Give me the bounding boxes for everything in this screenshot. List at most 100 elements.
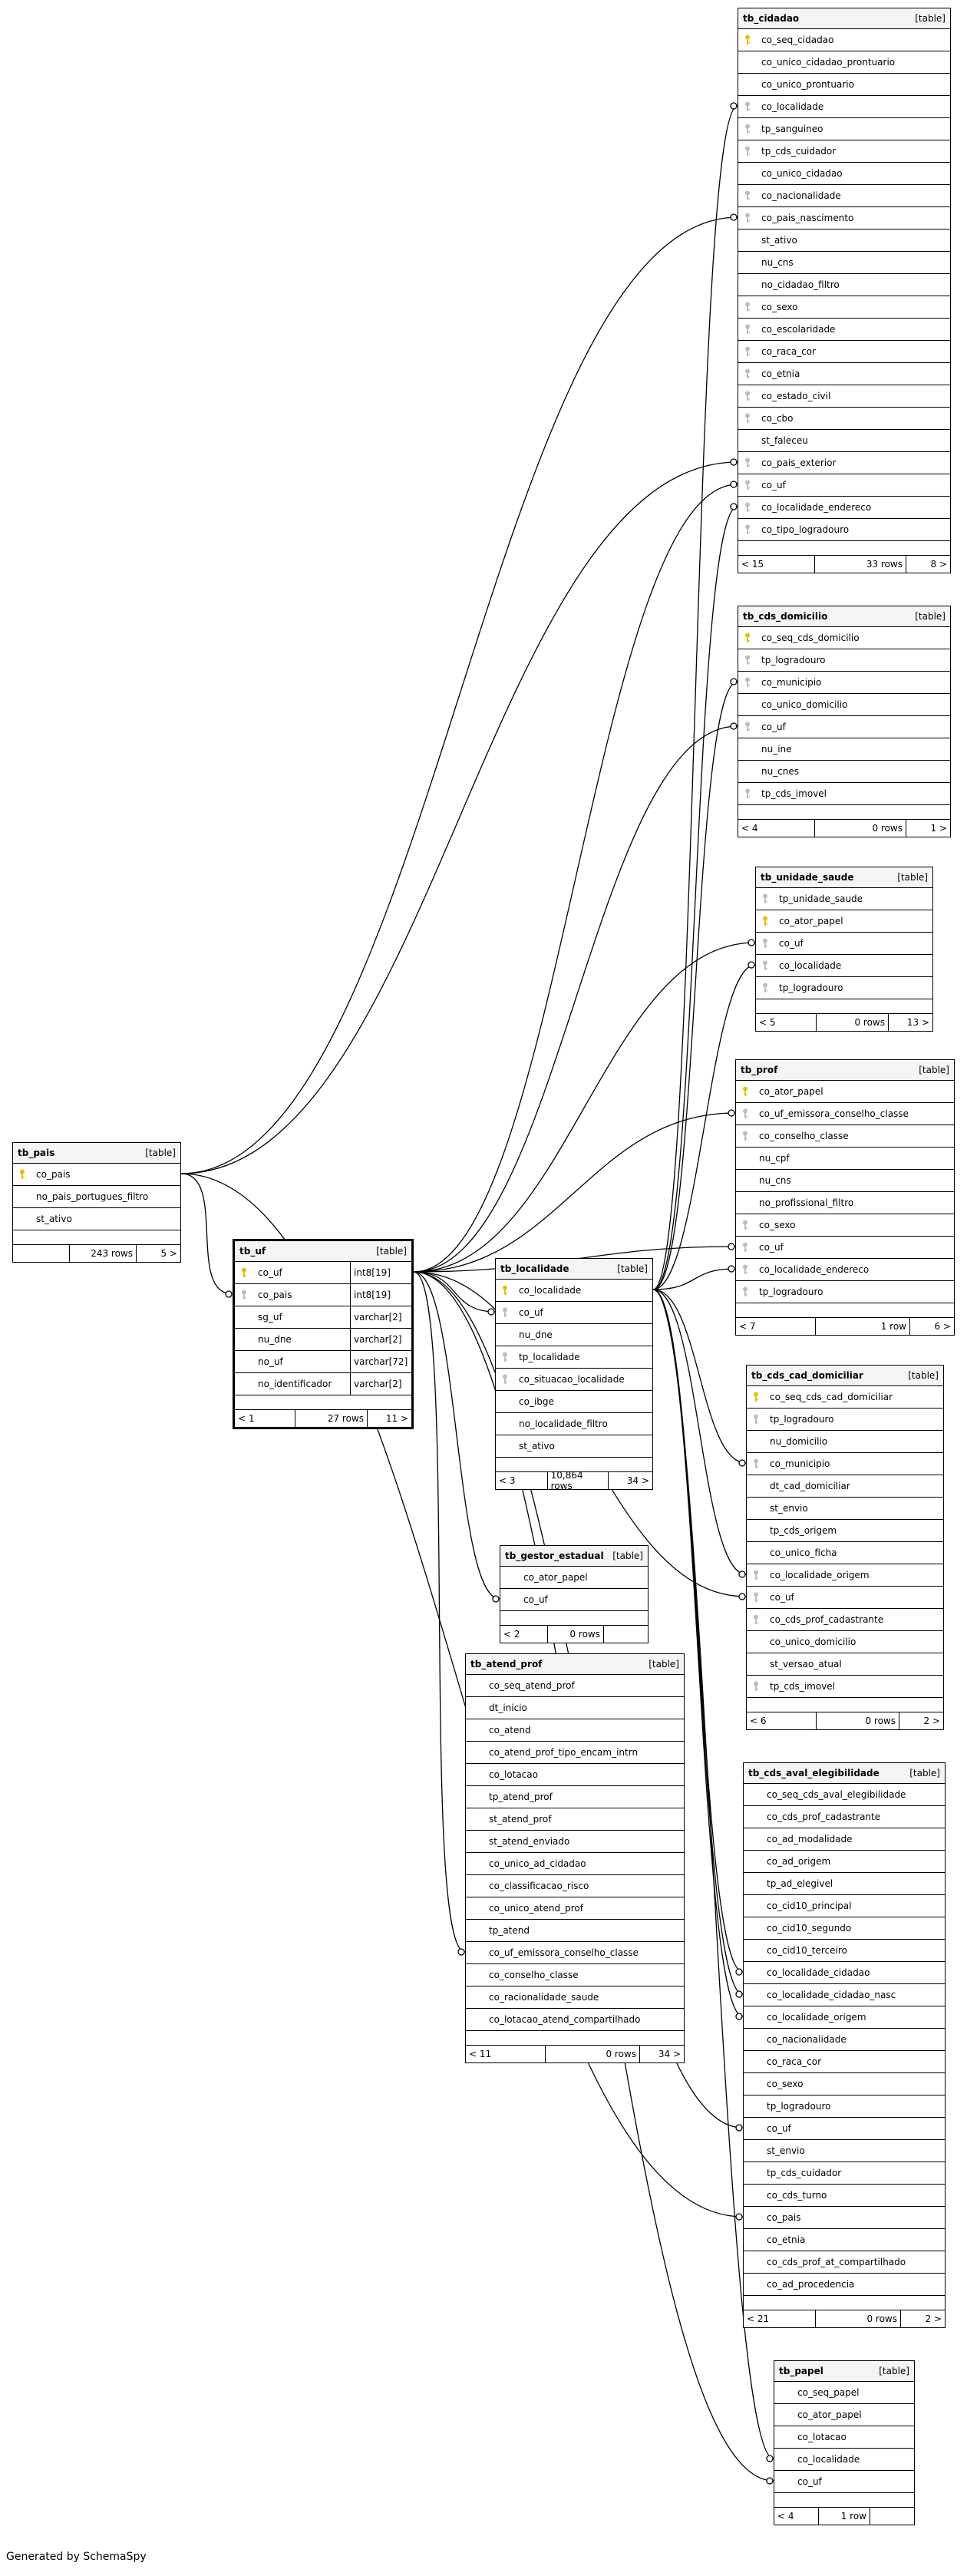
column-row[interactable]: co_unico_atend_prof <box>466 1897 684 1920</box>
column-row[interactable]: co_localidade_cidadao <box>744 1962 945 1984</box>
column-row[interactable]: tp_cds_cuidador <box>744 2162 945 2185</box>
children-count[interactable]: 11 > <box>367 1410 411 1427</box>
column-row[interactable]: co_seq_papel <box>774 2382 914 2404</box>
column-row[interactable]: co_sexo <box>738 296 950 319</box>
column-row[interactable]: co_uf <box>774 2471 914 2493</box>
column-row[interactable]: co_cid10_terceiro <box>744 1940 945 1962</box>
column-row[interactable]: co_pais <box>744 2207 945 2229</box>
parents-count[interactable]: < 15 <box>741 559 764 570</box>
column-row[interactable]: tp_logradouro <box>756 977 932 999</box>
parents-count[interactable]: < 1 <box>238 1413 255 1424</box>
column-row[interactable]: co_localidade <box>738 96 950 118</box>
column-row[interactable]: co_pais <box>13 1164 180 1186</box>
column-row[interactable]: co_uf <box>738 474 950 497</box>
column-row[interactable]: no_cidadao_filtro <box>738 274 950 296</box>
column-row[interactable]: nu_cnes <box>738 761 950 783</box>
column-row[interactable]: co_etnia <box>744 2229 945 2251</box>
column-row[interactable]: co_ator_papel <box>500 1567 648 1589</box>
children-count[interactable]: 34 > <box>639 2046 684 2062</box>
column-row[interactable]: co_localidade_origem <box>747 1564 943 1587</box>
column-row[interactable]: co_sexo <box>736 1214 954 1237</box>
column-row[interactable]: tp_localidade <box>496 1346 652 1369</box>
column-row[interactable]: co_unico_domicilio <box>738 694 950 716</box>
column-row[interactable]: st_faleceu <box>738 430 950 452</box>
column-row[interactable]: dt_inicio <box>466 1697 684 1719</box>
column-row[interactable]: co_municipio <box>738 672 950 694</box>
column-row[interactable]: co_unico_domicilio <box>747 1631 943 1653</box>
column-row[interactable]: co_localidade <box>774 2449 914 2471</box>
column-row[interactable]: co_etnia <box>738 363 950 385</box>
column-row[interactable]: nu_dne <box>496 1324 652 1346</box>
column-row[interactable]: co_nacionalidade <box>744 2029 945 2051</box>
column-row[interactable]: tp_cds_cuidador <box>738 140 950 163</box>
column-row[interactable]: co_localidade_endereco <box>738 497 950 519</box>
column-row[interactable]: no_pais_portugues_filtro <box>13 1186 180 1208</box>
children-count[interactable]: 5 > <box>136 1245 180 1262</box>
column-row[interactable]: st_ativo <box>496 1435 652 1458</box>
column-row[interactable]: co_atend <box>466 1719 684 1742</box>
column-row[interactable]: co_seq_cidadao <box>738 29 950 51</box>
column-row[interactable]: tp_logradouro <box>736 1281 954 1303</box>
parents-count[interactable]: < 2 <box>503 1629 520 1640</box>
column-row[interactable]: st_envio <box>744 2140 945 2162</box>
children-count[interactable]: 34 > <box>608 1472 652 1489</box>
column-row[interactable]: tp_atend_prof <box>466 1786 684 1808</box>
table-tb-cds-domicilio[interactable]: tb_cds_domicilio[table]co_seq_cds_domici… <box>738 606 951 837</box>
column-row[interactable]: co_cds_prof_at_compartilhado <box>744 2251 945 2274</box>
column-row[interactable]: dt_cad_domiciliar <box>747 1475 943 1498</box>
parents-count[interactable]: < 7 <box>739 1321 756 1332</box>
column-row[interactable]: st_atend_prof <box>466 1808 684 1831</box>
column-row[interactable]: co_cds_prof_cadastrante <box>747 1609 943 1631</box>
column-row[interactable]: co_localidade_cidadao_nasc <box>744 1984 945 2006</box>
column-row[interactable]: co_ator_papel <box>736 1081 954 1103</box>
column-row[interactable]: co_tipo_logradouro <box>738 519 950 541</box>
column-row[interactable]: co_conselho_classe <box>466 1964 684 1986</box>
column-row[interactable]: co_escolaridade <box>738 319 950 341</box>
column-row[interactable]: co_ad_modalidade <box>744 1828 945 1851</box>
column-row[interactable]: co_municipio <box>747 1453 943 1475</box>
column-row[interactable]: co_classificacao_risco <box>466 1875 684 1897</box>
column-row[interactable]: co_unico_cidadao <box>738 163 950 185</box>
column-row[interactable]: st_ativo <box>738 230 950 252</box>
column-row[interactable]: co_pais_exterior <box>738 452 950 474</box>
column-row[interactable]: tp_cds_imovel <box>738 783 950 805</box>
column-row[interactable]: co_uf <box>736 1237 954 1259</box>
column-row[interactable]: co_cds_turno <box>744 2185 945 2207</box>
column-row[interactable]: co_uf <box>747 1587 943 1609</box>
children-count[interactable]: 2 > <box>899 1712 943 1729</box>
column-row[interactable]: co_uf <box>496 1302 652 1324</box>
column-row[interactable]: co_cds_prof_cadastrante <box>744 1806 945 1828</box>
column-row[interactable]: co_localidade <box>756 955 932 977</box>
column-row[interactable]: tp_cds_imovel <box>747 1676 943 1698</box>
children-count[interactable]: 8 > <box>906 556 950 573</box>
column-row[interactable]: co_situacao_localidade <box>496 1369 652 1391</box>
column-row[interactable]: co_cbo <box>738 408 950 430</box>
column-row[interactable]: co_atend_prof_tipo_encam_intrn <box>466 1742 684 1764</box>
column-row[interactable]: co_seq_cds_cad_domiciliar <box>747 1386 943 1409</box>
column-row[interactable]: st_envio <box>747 1498 943 1520</box>
parents-count[interactable]: < 5 <box>759 1017 776 1028</box>
column-row[interactable]: co_uf <box>744 2118 945 2140</box>
column-row[interactable]: nu_cpf <box>736 1148 954 1170</box>
column-row[interactable]: no_localidade_filtro <box>496 1413 652 1435</box>
children-count[interactable]: 1 > <box>906 820 950 837</box>
column-row[interactable]: co_nacionalidade <box>738 185 950 207</box>
column-row[interactable]: co_ad_procedencia <box>744 2274 945 2296</box>
column-row[interactable]: co_sexo <box>744 2073 945 2095</box>
column-row[interactable]: co_seq_cds_aval_elegibilidade <box>744 1784 945 1806</box>
parents-count[interactable]: < 4 <box>741 823 758 834</box>
column-row[interactable]: co_unico_ad_cidadao <box>466 1853 684 1875</box>
column-row[interactable]: tp_logradouro <box>744 2095 945 2118</box>
column-row[interactable]: st_atend_enviado <box>466 1831 684 1853</box>
parents-count[interactable]: < 21 <box>747 2313 770 2324</box>
